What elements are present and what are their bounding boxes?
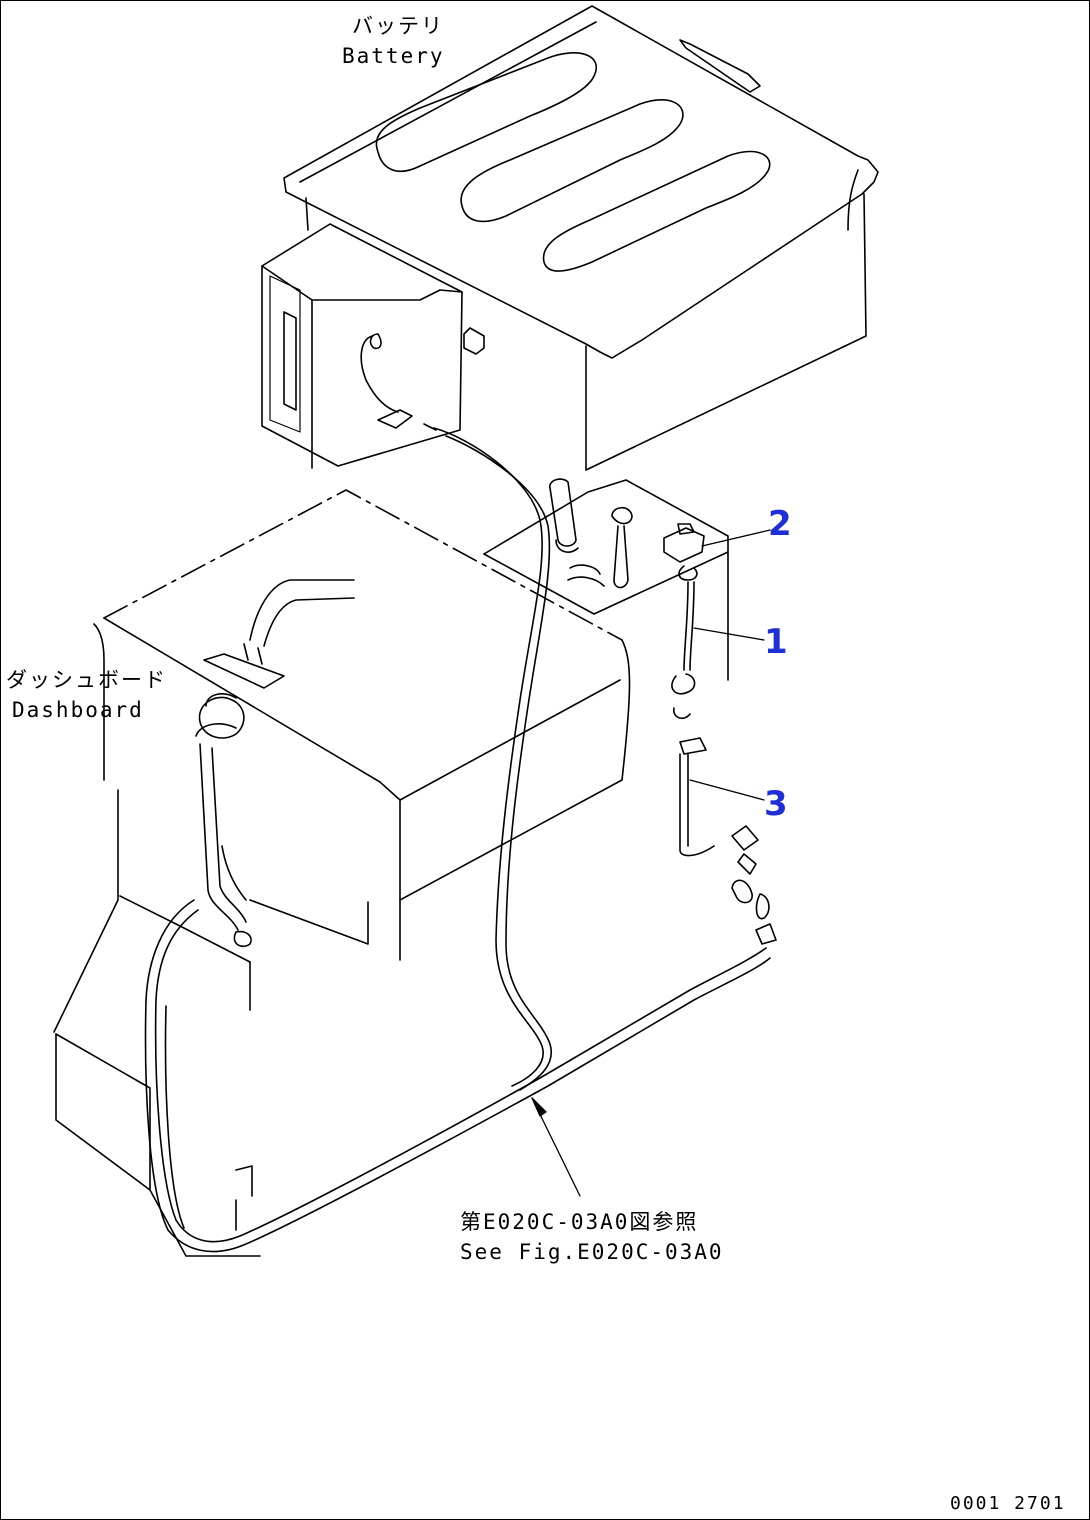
dashboard-label-jp: ダッシュボード [6,668,167,692]
leader-lines [531,529,771,1197]
callout-1[interactable]: 1 [764,622,788,662]
dashboard-outline [53,489,631,1257]
battery-label-jp: バッテリ [352,14,444,38]
callout-3[interactable]: 3 [764,784,788,824]
callout-2[interactable]: 2 [768,504,792,544]
dashboard-label-en: Dashboard [12,698,144,722]
harness-1 [671,565,777,945]
drawing-number: 0001 2701 [950,1493,1066,1514]
switch-panel [483,478,729,681]
lower-harness [144,899,771,1253]
main-cable [433,427,553,1091]
battery-label-en: Battery [342,44,445,68]
battery-outline [261,5,879,471]
see-figure-label-en: See Fig.E020C-03A0 [460,1240,724,1264]
see-figure-label-jp: 第E020C-03A0図参照 [460,1210,699,1234]
